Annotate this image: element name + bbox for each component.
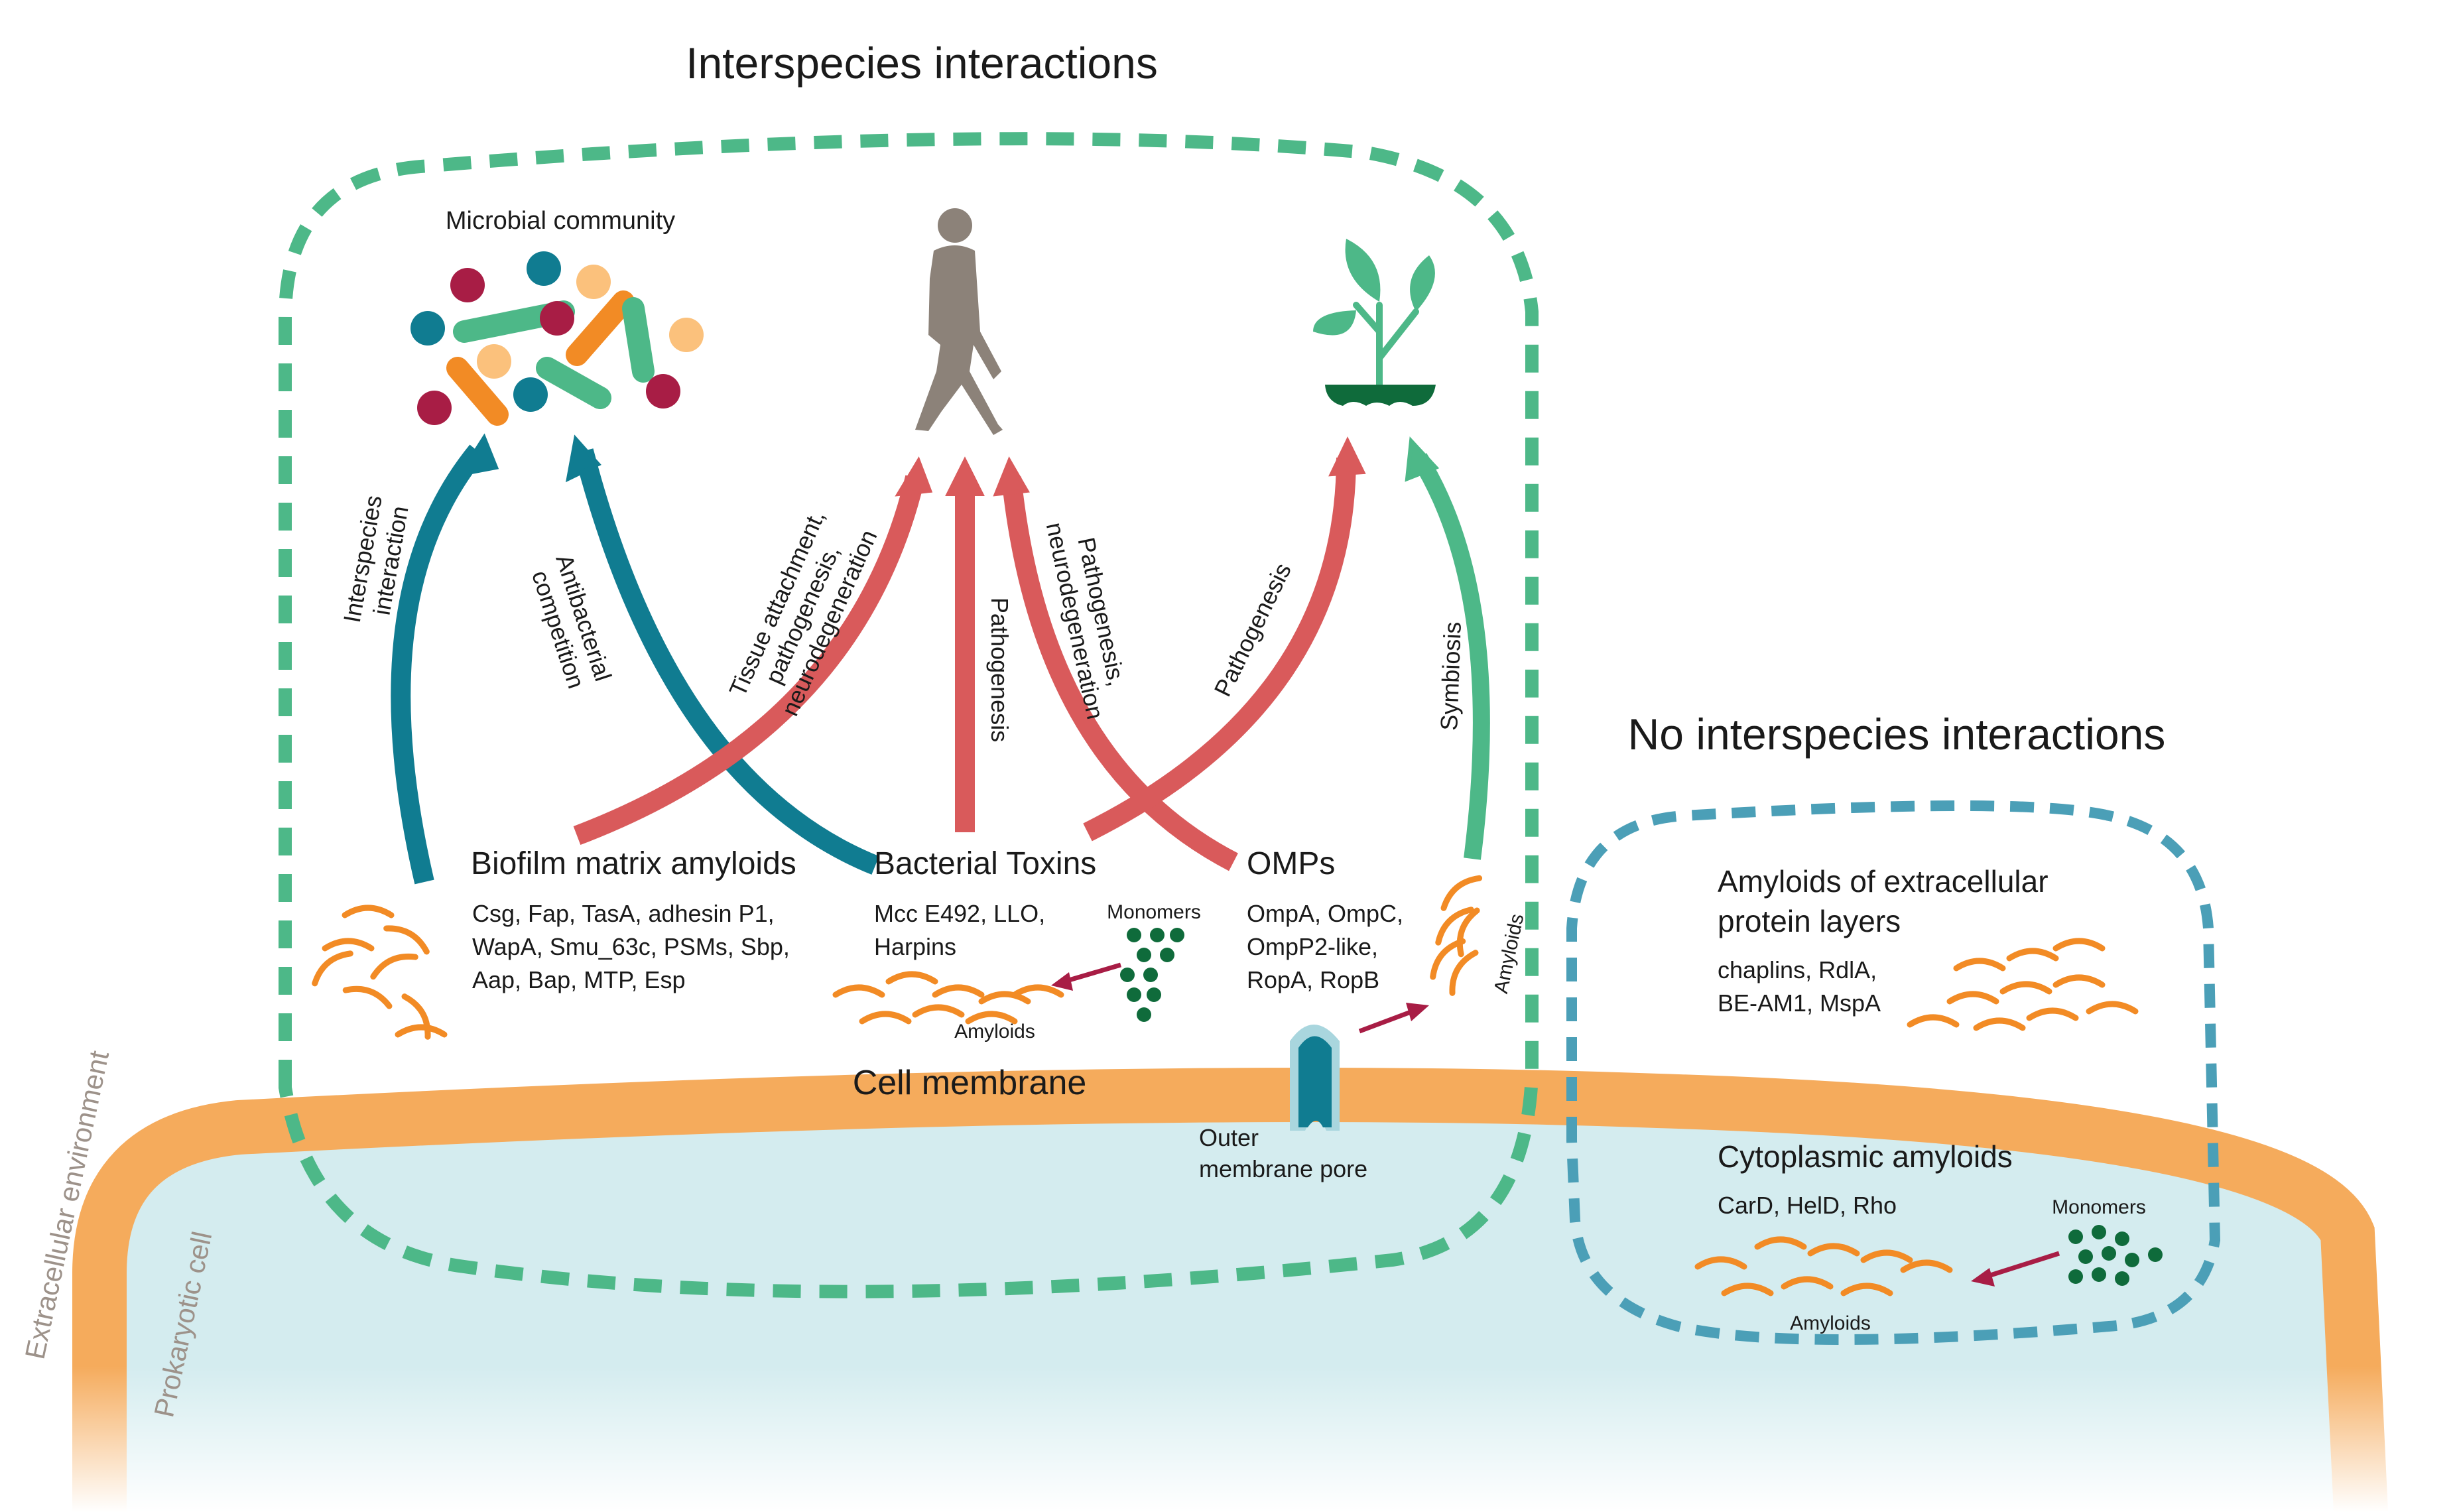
cytoplasmic-proteins: CarD, HelD, Rho: [1718, 1192, 1897, 1219]
coccus-bacterium: [576, 265, 611, 299]
toxins-group: Bacterial Toxins Mcc E492, LLO, Harpins …: [836, 846, 1201, 1042]
cytoplasmic-aggregation-arrowhead: [1971, 1268, 1995, 1287]
pathogenesis-plant-arrow: [1083, 457, 1356, 842]
microbial-community-label: Microbial community: [446, 207, 675, 235]
cytoplasmic-monomers: [2068, 1225, 2163, 1286]
plant-icon: [1313, 239, 1436, 406]
omps-title: OMPs: [1247, 846, 1335, 881]
omps-export-arrowhead: [1406, 1003, 1429, 1021]
biofilm-proteins: Csg, Fap, TasA, adhesin P1, WapA, Smu_63…: [472, 900, 796, 993]
extracellular-layers-proteins: chaplins, RdlA, BE-AM1, MspA: [1718, 956, 1883, 1017]
biofilm-title: Biofilm matrix amyloids: [471, 846, 796, 881]
symbiosis-arrow: [1411, 453, 1490, 860]
rod-bacterium: [446, 357, 509, 426]
interspecies-title: Interspecies interactions: [686, 38, 1158, 88]
omps-amyloid-fibrils: [1427, 873, 1479, 993]
outer-membrane-pore-label: Outer membrane pore: [1199, 1124, 1367, 1182]
coccus-bacterium: [540, 301, 574, 336]
omps-amyloids-label: Amyloids: [1490, 912, 1529, 995]
omps-proteins: OmpA, OmpC, OmpP2-like, RopA, RopB: [1247, 900, 1410, 993]
no-interspecies-boundary: [1566, 800, 2221, 1345]
microbial-community-cluster: [410, 251, 704, 426]
extracellular-layers-title: Amyloids of extracellular protein layers: [1718, 864, 2056, 938]
extracellular-layers-group: Amyloids of extracellular protein layers…: [1718, 864, 2135, 1028]
coccus-bacterium: [417, 391, 452, 425]
cell-membrane-label: Cell membrane: [853, 1064, 1087, 1102]
cytoplasmic-group: Cytoplasmic amyloids CarD, HelD, Rho Mon…: [1698, 1139, 2163, 1334]
toxins-amyloids-label: Amyloids: [954, 1021, 1035, 1042]
pathogenesis-toxin-label: Pathogenesis: [986, 598, 1013, 742]
symbiosis-arrowhead: [1405, 436, 1440, 482]
biofilm-group: Biofilm matrix amyloids Csg, Fap, TasA, …: [310, 846, 796, 1037]
biofilm-amyloid-fibrils: [310, 908, 444, 1037]
human-icon: [915, 208, 1003, 435]
toxins-proteins: Mcc E492, LLO, Harpins: [874, 900, 1052, 960]
bottom-fade: [0, 1366, 2459, 1512]
cell: [0, 1068, 2459, 1512]
tissue-attachment-arrowhead: [895, 456, 933, 497]
omps-group: OMPs OmpA, OmpC, OmpP2-like, RopA, RopB …: [1247, 846, 1529, 1034]
rod-bacterium: [536, 357, 611, 409]
pathogenesis-neuro-arrowhead: [993, 456, 1030, 497]
outer-membrane-pore-icon: [1290, 1025, 1340, 1131]
cytoplasmic-amyloids-label: Amyloids: [1790, 1312, 1871, 1334]
coccus-bacterium: [410, 311, 445, 346]
cytoplasmic-monomers-label: Monomers: [2052, 1196, 2146, 1218]
pathogenesis-plant-arrowhead: [1328, 436, 1366, 477]
cytoplasmic-aggregation-arrow: [1985, 1251, 2060, 1279]
pathogenesis-neuro-label: Pathogenesis, neurodegeneration: [1041, 514, 1137, 722]
toxins-aggregation-arrow: [1064, 962, 1121, 984]
toxins-amyloid-fibrils: [836, 974, 1061, 1021]
tissue-attachment-arrow: [573, 475, 925, 846]
pathogenesis-toxin-arrowhead: [945, 456, 985, 496]
no-interspecies-title: No interspecies interactions: [1628, 710, 2166, 759]
coccus-bacterium: [513, 377, 548, 412]
rod-bacterium: [566, 290, 635, 366]
interspecies-arrowhead: [456, 433, 499, 477]
cytoplasmic-title: Cytoplasmic amyloids: [1718, 1139, 2013, 1174]
coccus-bacterium: [669, 318, 704, 352]
antibacterial-competition-label: Antibacterial competition: [524, 551, 619, 700]
rod-bacterium: [622, 297, 655, 383]
toxins-title: Bacterial Toxins: [874, 846, 1096, 881]
toxins-monomers: [1120, 928, 1184, 1022]
antibacterial-arrow: [574, 448, 879, 875]
interaction-arrows: [391, 433, 1490, 885]
coccus-bacterium: [646, 374, 680, 409]
interspecies-boundary: [279, 132, 1539, 1298]
toxins-aggregation-arrowhead: [1051, 972, 1073, 991]
coccus-bacterium: [527, 251, 561, 286]
cell-membrane: [72, 1068, 2388, 1512]
pathogenesis-neuro-arrow: [1001, 476, 1238, 871]
coccus-bacterium: [477, 344, 511, 379]
toxins-monomers-label: Monomers: [1107, 901, 1201, 923]
coccus-bacterium: [450, 268, 485, 302]
omps-export-arrow: [1358, 1009, 1414, 1034]
antibacterial-arrowhead: [565, 434, 601, 483]
interspecies-arrow: [391, 444, 485, 885]
symbiosis-label: Symbiosis: [1435, 621, 1466, 731]
extracellular-layers-fibrils: [1910, 941, 2135, 1028]
